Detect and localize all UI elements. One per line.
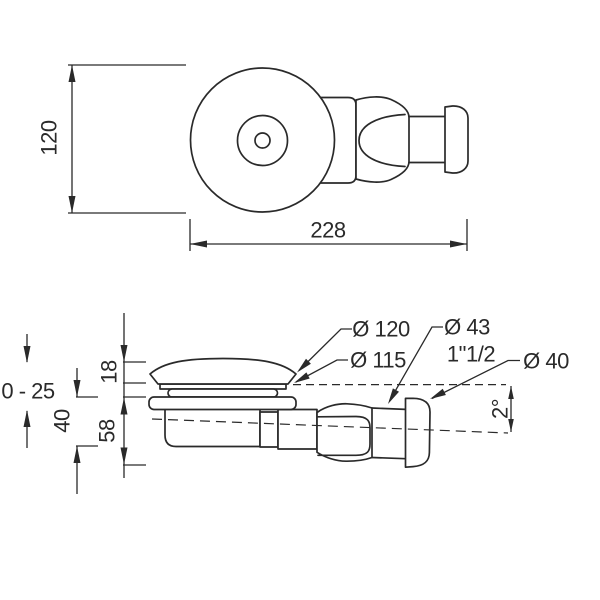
arrow-right [450,240,467,248]
leader-arrow [294,372,310,383]
outlet-pipe-side-top-edge [371,407,407,411]
arrow-down [120,345,128,362]
swivel-nut-inner-curve-side [317,415,371,457]
side-view: 0 - 25 40 18 58 [1,313,570,494]
trap-body [164,408,261,448]
label-cap-diameter: Ø 120 [297,317,410,373]
outlet-step-large [277,408,318,450]
label-thread-size: 1"1/2 [447,342,496,367]
arrow-up [508,386,514,399]
label-1-1-2: 1"1/2 [447,342,495,367]
arrow-down [73,380,81,397]
dim-width-228: 228 [189,218,468,251]
arrow-down [508,419,514,432]
label-o43: Ø 43 [444,315,490,340]
dim-height-120: 120 [37,64,186,214]
cap-dome [149,357,297,385]
outlet-end-flange-side [404,397,431,469]
label-o40: Ø 40 [523,349,569,374]
dim-18-label: 18 [97,360,122,384]
swivel-nut-top [355,96,410,183]
label-flange-diameter: Ø 115 [294,348,407,383]
dim-120-label: 120 [37,120,62,155]
flange-plate [148,396,297,411]
leader-arrow [430,388,446,399]
dim-58-label: 58 [95,419,120,443]
drain-center-hole [254,132,271,149]
label-o120: Ø 120 [352,317,410,342]
leader-arrow [388,388,399,404]
dim-slope-angle: 2° [488,386,514,432]
label-outlet-diameter: Ø 40 [430,349,570,400]
dim-228-label: 228 [310,218,345,243]
top-view: 120 228 [37,64,469,251]
outlet-pipe-side-bottom-edge [371,456,407,460]
dim-2deg-label: 2° [488,399,513,419]
arrow-down [120,447,128,465]
dim-total-height-58: 58 [95,397,128,465]
arrow-up [120,397,128,415]
label-o115: Ø 115 [350,348,406,373]
dim-0-25-label: 0 - 25 [1,379,55,404]
arrow-down [68,196,76,213]
swivel-nut-side [316,402,373,463]
dim-install-depth-40: 40 [50,368,98,494]
outlet-step-small [259,411,279,448]
arrow-up [73,446,81,463]
dim-40-label: 40 [50,409,75,433]
arrow-left [190,240,207,248]
arrow-up [68,65,76,82]
sloped-centerline [151,418,509,434]
dim-adjust-range: 0 - 25 [1,334,55,448]
outlet-end-flange-top [444,105,469,174]
label-trap-diameter: Ø 43 [388,315,491,404]
leader-arrow [297,358,311,373]
dim-cap-height-18: 18 [97,313,146,478]
arrow-down [23,346,31,363]
swivel-nut-inner-curve-top [358,113,406,168]
arrow-up [23,410,31,427]
gasket-ring [167,388,279,398]
